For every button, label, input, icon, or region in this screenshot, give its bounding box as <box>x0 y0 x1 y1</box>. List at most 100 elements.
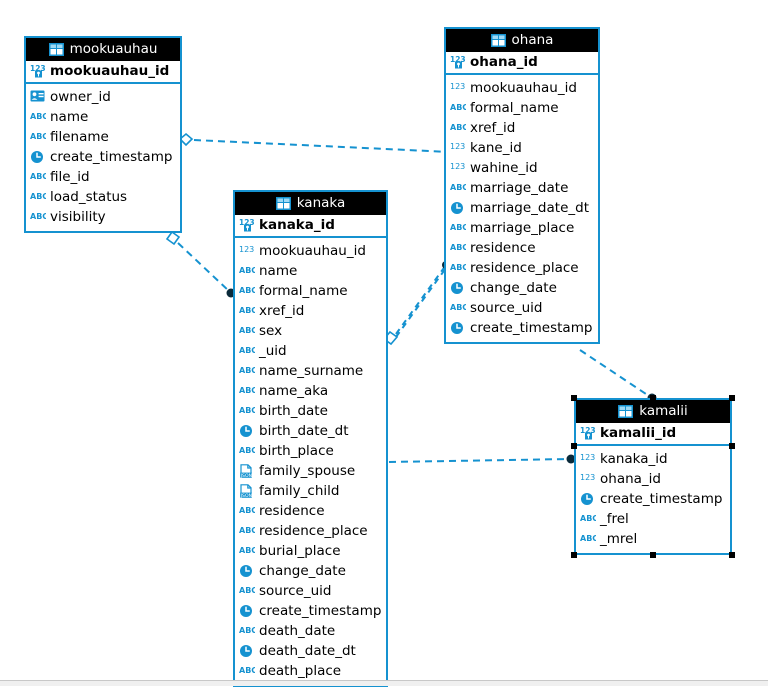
column-row[interactable]: death_date_dt <box>239 641 382 661</box>
relationship-kanaka-kamalii[interactable] <box>388 454 576 464</box>
column-row[interactable]: create_timestamp <box>239 601 382 621</box>
abc-icon: ABC <box>239 304 255 318</box>
column-row[interactable]: ABC visibility <box>30 207 176 227</box>
column-label: create_timestamp <box>600 491 723 507</box>
svg-text:ABC: ABC <box>239 386 255 395</box>
abc-icon: ABC <box>239 444 255 458</box>
abc-icon: ABC <box>450 221 466 235</box>
abc-icon: ABC <box>239 504 255 518</box>
primary-key-row[interactable]: 123 kamalii_id <box>576 423 730 446</box>
svg-text:123: 123 <box>450 162 465 171</box>
column-row[interactable]: ABC death_date <box>239 621 382 641</box>
primary-key-row[interactable]: 123 mookuauhau_id <box>26 61 180 84</box>
resize-handle-w[interactable] <box>571 443 577 449</box>
abc-icon: ABC <box>239 384 255 398</box>
column-row[interactable]: birth_date_dt <box>239 421 382 441</box>
column-row[interactable]: 123 wahine_id <box>450 158 594 178</box>
column-row[interactable]: create_timestamp <box>450 318 594 338</box>
column-row[interactable]: 123 kane_id <box>450 138 594 158</box>
column-row[interactable]: ABC load_status <box>30 187 176 207</box>
column-label: load_status <box>50 189 128 205</box>
column-row[interactable]: marriage_date_dt <box>450 198 594 218</box>
column-row[interactable]: ABC burial_place <box>239 541 382 561</box>
resize-handle-s[interactable] <box>650 552 656 558</box>
column-label: name <box>50 109 89 125</box>
resize-handle-nw[interactable] <box>571 395 577 401</box>
column-row[interactable]: owner_id <box>30 87 176 107</box>
clock-icon <box>450 201 466 215</box>
column-label: name_surname <box>259 363 364 379</box>
column-row[interactable]: change_date <box>239 561 382 581</box>
column-row[interactable]: change_date <box>450 278 594 298</box>
svg-text:ABC: ABC <box>450 243 466 252</box>
column-row[interactable]: ABC residence <box>239 501 382 521</box>
column-label: residence_place <box>259 523 368 539</box>
resize-handle-e[interactable] <box>729 443 735 449</box>
primary-key-row[interactable]: 123 kanaka_id <box>235 215 386 238</box>
clock-icon <box>239 604 255 618</box>
horizontal-scrollbar[interactable] <box>0 680 768 686</box>
svg-text:ABC: ABC <box>239 626 255 635</box>
column-row[interactable]: ABC birth_place <box>239 441 382 461</box>
clock-icon <box>239 564 255 578</box>
resize-handle-se[interactable] <box>729 552 735 558</box>
column-row[interactable]: ABC marriage_place <box>450 218 594 238</box>
table-node-kamalii[interactable]: kamalii 123 kamalii_id 123 kanaka_id 123… <box>574 398 732 555</box>
column-row[interactable]: ABC formal_name <box>239 281 382 301</box>
relationship-kanaka-ohana-wahine[interactable] <box>382 267 447 346</box>
resize-handle-ne[interactable] <box>729 395 735 401</box>
column-row[interactable]: ABC xref_id <box>239 301 382 321</box>
column-row[interactable]: 123 kanaka_id <box>580 449 726 469</box>
column-row[interactable]: ABC filename <box>30 127 176 147</box>
column-row[interactable]: ABC source_uid <box>450 298 594 318</box>
table-icon <box>275 196 292 211</box>
column-row[interactable]: JSON family_child <box>239 481 382 501</box>
table-icon <box>48 42 65 57</box>
column-row[interactable]: 123 mookuauhau_id <box>239 241 382 261</box>
column-row[interactable]: ABC name <box>30 107 176 127</box>
table-node-kanaka[interactable]: kanaka 123 kanaka_id 123 mookuauhau_id A… <box>233 190 388 687</box>
column-row[interactable]: ABC name_aka <box>239 381 382 401</box>
column-row[interactable]: ABC name_surname <box>239 361 382 381</box>
column-row[interactable]: ABC residence_place <box>450 258 594 278</box>
json-icon: JSON <box>239 464 255 478</box>
column-row[interactable]: ABC _mrel <box>580 529 726 549</box>
clock-icon <box>30 150 46 164</box>
column-row[interactable]: create_timestamp <box>580 489 726 509</box>
column-row[interactable]: ABC birth_date <box>239 401 382 421</box>
column-row[interactable]: ABC xref_id <box>450 118 594 138</box>
table-node-ohana[interactable]: ohana 123 ohana_id 123 mookuauhau_id ABC… <box>444 27 600 344</box>
column-row[interactable]: ABC source_uid <box>239 581 382 601</box>
key-123-icon: 123 <box>580 426 596 440</box>
column-label: residence <box>470 240 536 256</box>
column-row[interactable]: 123 ohana_id <box>580 469 726 489</box>
column-row[interactable]: ABC residence_place <box>239 521 382 541</box>
resize-handle-n[interactable] <box>650 395 656 401</box>
abc-icon: ABC <box>239 584 255 598</box>
column-row[interactable]: ABC _frel <box>580 509 726 529</box>
column-row[interactable]: ABC sex <box>239 321 382 341</box>
column-row[interactable]: ABC name <box>239 261 382 281</box>
resize-handle-sw[interactable] <box>571 552 577 558</box>
column-row[interactable]: ABC death_place <box>239 661 382 681</box>
relationship-mookuauhau-kanaka[interactable] <box>165 230 236 298</box>
column-row[interactable]: 123 mookuauhau_id <box>450 78 594 98</box>
column-row[interactable]: ABC _uid <box>239 341 382 361</box>
column-row[interactable]: ABC marriage_date <box>450 178 594 198</box>
column-row[interactable]: ABC file_id <box>30 167 176 187</box>
relationship-mookuauhau-ohana[interactable] <box>178 132 454 156</box>
column-row[interactable]: create_timestamp <box>30 147 176 167</box>
table-header-mookuauhau: mookuauhau <box>26 38 180 61</box>
svg-text:ABC: ABC <box>450 223 466 232</box>
relationship-kanaka-ohana-kane[interactable] <box>395 261 450 335</box>
relationship-ohana-kamalii[interactable] <box>579 349 657 403</box>
primary-key-row[interactable]: 123 ohana_id <box>446 52 598 75</box>
column-row[interactable]: JSON family_spouse <box>239 461 382 481</box>
column-row[interactable]: ABC residence <box>450 238 594 258</box>
column-label: mookuauhau_id <box>259 243 366 259</box>
key-123-icon: 123 <box>450 55 466 69</box>
column-row[interactable]: ABC formal_name <box>450 98 594 118</box>
table-node-mookuauhau[interactable]: mookuauhau 123 mookuauhau_id owner_id AB… <box>24 36 182 233</box>
column-label: formal_name <box>470 100 559 116</box>
